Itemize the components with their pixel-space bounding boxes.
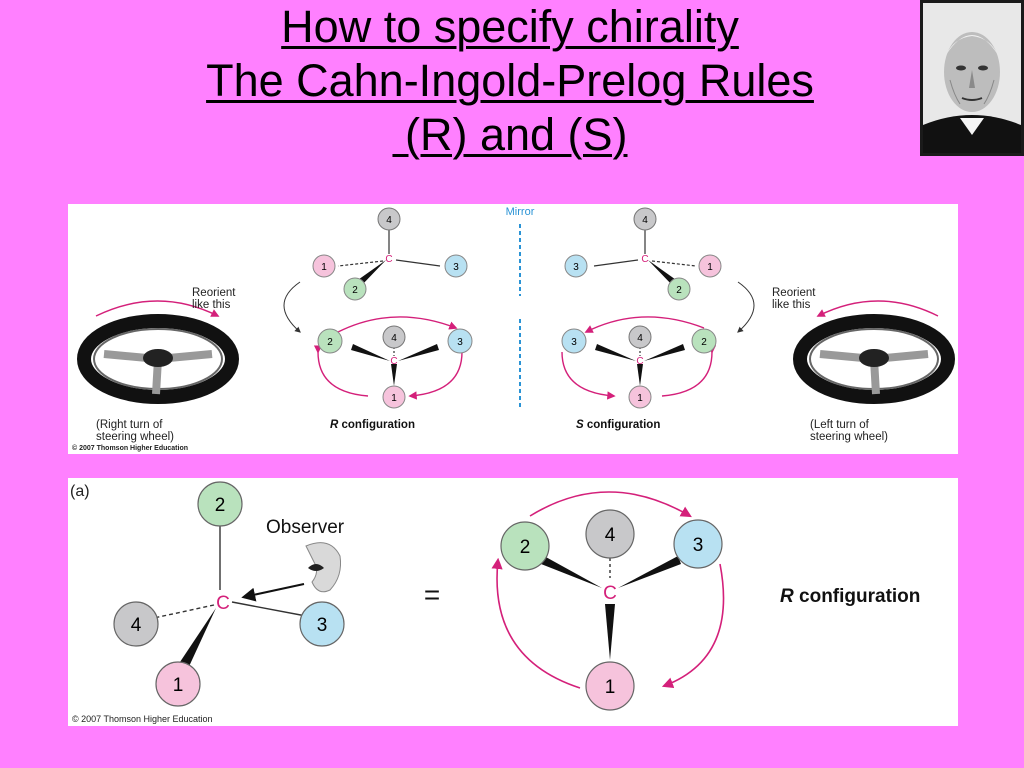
- reorient-arrow-left: [283, 281, 301, 333]
- right-mol-left-label: 3: [573, 262, 579, 273]
- steering-wheel-left: [77, 300, 239, 404]
- right-obs-carbon: C: [603, 583, 617, 604]
- left-molecule-3d: 4 1 3 2 C: [312, 207, 468, 301]
- portrait-photo: [920, 0, 1024, 156]
- r-configuration-label: R configuration: [330, 419, 415, 431]
- steering-wheel-figure: Mirror (Right turn of steering wheel) (L…: [68, 204, 958, 454]
- right-mol-carbon: C: [641, 254, 648, 265]
- r-configuration-view: 4 2 3 1 C: [313, 316, 473, 409]
- r-view-carbon: C: [390, 356, 397, 367]
- right-molecule-3d: 4 3 1 2 C: [564, 207, 722, 301]
- steering-wheel-right: [793, 300, 955, 404]
- r-view-back-label: 4: [391, 333, 397, 344]
- r-view-right-label: 3: [457, 337, 463, 348]
- page-title: How to specify chirality The Cahn-Ingold…: [110, 0, 910, 162]
- s-view-left-label: 3: [571, 337, 577, 348]
- left-mol-top-label: 4: [386, 215, 392, 226]
- r-view-left-label: 2: [327, 337, 333, 348]
- r-view-bottom-label: 1: [391, 393, 397, 404]
- s-configuration-label: S configuration: [576, 419, 660, 431]
- observer-eye-icon: [241, 542, 341, 602]
- left-molecule-observer: 2 4 3 1 C: [113, 481, 345, 707]
- top-copyright: © 2007 Thomson Higher Education: [72, 444, 188, 452]
- right-obs-left-label: 2: [520, 537, 531, 558]
- reorient-right-label-2: like this: [772, 299, 811, 311]
- reorient-left-label-1: Reorient: [192, 287, 236, 299]
- right-mol-bottom-label: 2: [676, 285, 682, 296]
- reorient-right-label-1: Reorient: [772, 287, 816, 299]
- s-view-carbon: C: [636, 356, 643, 367]
- equals-sign: =: [424, 579, 440, 610]
- reorient-arrow-right: [737, 281, 755, 333]
- left-wheel-caption-2: steering wheel): [96, 431, 174, 443]
- r-configuration-observer-label: R configuration: [780, 586, 920, 607]
- left-wheel-caption-1: (Right turn of: [96, 419, 163, 431]
- right-mol-right-label: 1: [707, 262, 713, 273]
- right-obs-back-label: 4: [605, 525, 616, 546]
- left-obs-carbon: C: [216, 593, 230, 614]
- left-mol-left-label: 1: [321, 262, 327, 273]
- title-line-3: (R) and (S): [392, 109, 628, 160]
- left-obs-top-label: 2: [215, 495, 226, 516]
- bottom-copyright: © 2007 Thomson Higher Education: [72, 714, 213, 724]
- right-wheel-caption-1: (Left turn of: [810, 419, 870, 431]
- left-obs-bottom-label: 1: [173, 675, 184, 696]
- right-obs-right-label: 3: [693, 535, 704, 556]
- right-mol-top-label: 4: [642, 215, 648, 226]
- right-obs-bottom-label: 1: [605, 677, 616, 698]
- observer-figure: (a) 2 4 3 1 C Observer = 4 2: [68, 478, 958, 726]
- s-view-right-label: 2: [701, 337, 707, 348]
- title-line-1: How to specify chirality: [281, 1, 739, 52]
- panel-a-label: (a): [70, 483, 90, 500]
- left-mol-right-label: 3: [453, 262, 459, 273]
- title-line-2: The Cahn-Ingold-Prelog Rules: [206, 55, 814, 106]
- r-configuration-observer-view: 4 2 3 1 C: [491, 491, 725, 711]
- s-view-bottom-label: 1: [637, 393, 643, 404]
- right-wheel-caption-2: steering wheel): [810, 431, 888, 443]
- s-configuration-view: 4 3 2 1 C: [561, 316, 717, 409]
- reorient-left-label-2: like this: [192, 299, 231, 311]
- left-obs-left-label: 4: [131, 615, 142, 636]
- mirror-label: Mirror: [506, 206, 535, 218]
- s-view-back-label: 4: [637, 333, 643, 344]
- left-mol-bottom-label: 2: [352, 285, 358, 296]
- left-mol-carbon: C: [385, 254, 392, 265]
- observer-label: Observer: [266, 517, 345, 538]
- left-obs-right-label: 3: [317, 615, 328, 636]
